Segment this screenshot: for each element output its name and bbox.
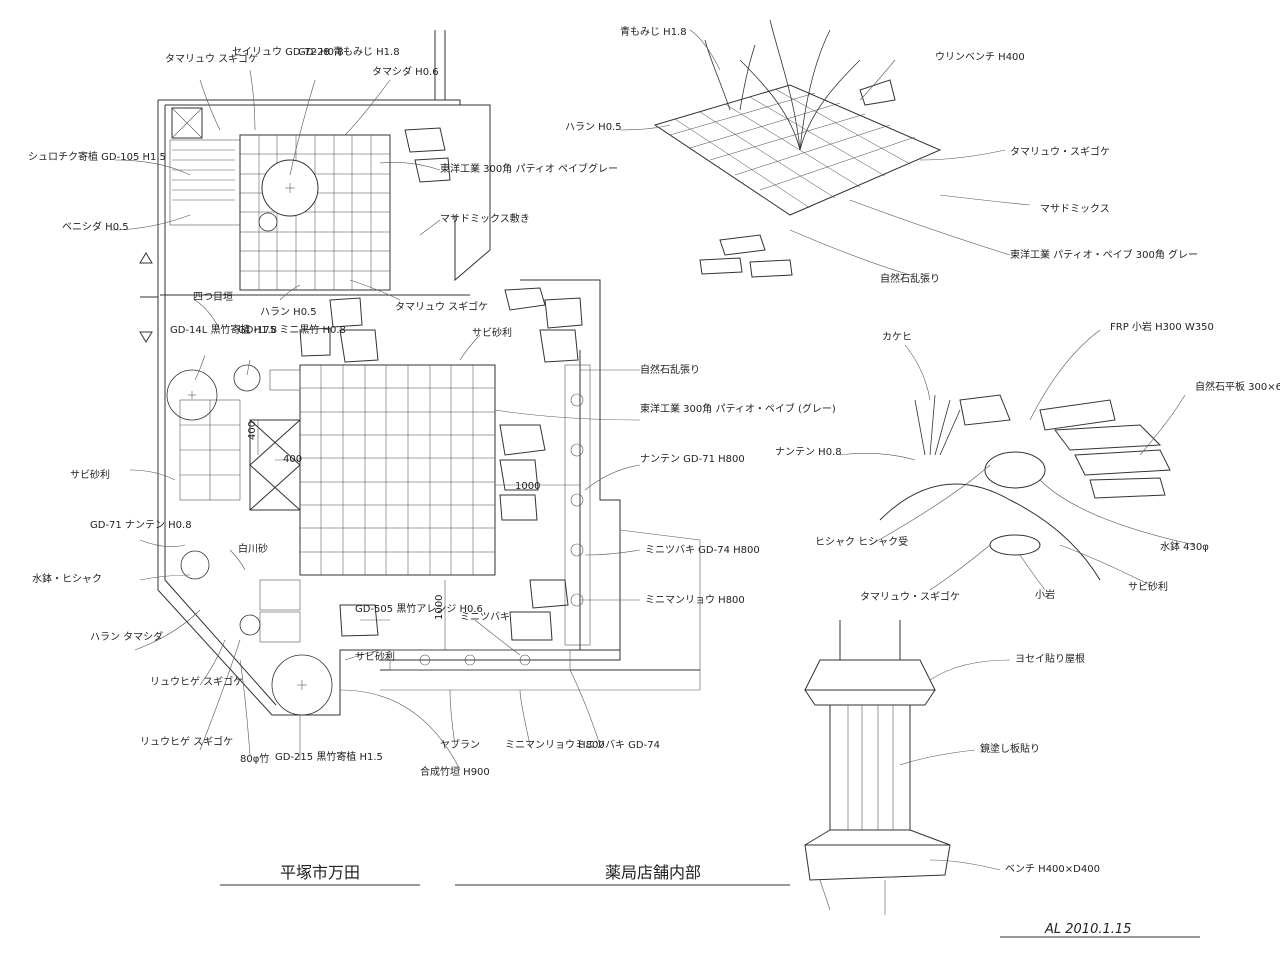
label-80phi-bamboo: 80φ竹 — [240, 752, 269, 765]
label-toyo-paving-main: 東洋工業 300角 パティオ・ペイブ (グレー) — [640, 402, 836, 415]
label-board-cladding: 鏡塗し板貼り — [980, 742, 1040, 755]
dimension-marks: 400 400 1000 1000 — [247, 420, 580, 650]
site-plan: 400 400 1000 1000 — [28, 30, 836, 778]
label-gosei-takegaki: 合成竹垣 H900 — [420, 765, 490, 778]
label-toyo-paving-upper: 東洋工業 300角 パティオ ペイブグレー — [440, 162, 618, 175]
label-kakehi: カケヒ — [882, 331, 912, 343]
label-tamaryu-sugigoke-mid: タマリュウ スギゴケ — [395, 300, 488, 313]
shrubs-plan — [166, 364, 333, 716]
label-bench-size: ベンチ H400×D400 — [1005, 863, 1100, 875]
label-sabi-jari-bottom: サビ砂利 — [355, 650, 395, 663]
label-nanten-gd71-right: ナンテン GD-71 H800 — [640, 453, 745, 465]
post-elevation-sketch: ヨセイ貼り屋根 鏡塗し板貼り ベンチ H400×D400 — [804, 620, 1100, 915]
label-tamaryu-sugigoke-top: タマリュウ スギゴケ — [165, 52, 258, 65]
label-gd28-aomomiji: GD-28 青もみじ H1.8 — [298, 45, 400, 58]
signature-date: AL 2010.1.15 — [1044, 922, 1131, 937]
label-mini-tsubaki-bottom: ミニツバキ GD-74 — [575, 739, 660, 751]
label-hishaku-uke: ヒシャク ヒシャク受 — [815, 536, 908, 548]
upper-paving-grid — [239, 134, 391, 291]
label-sabi-jari-left: サビ砂利 — [70, 468, 110, 481]
project-title: 薬局店舗内部 — [605, 863, 701, 882]
label-sabi-jari-persp: サビ砂利 — [1128, 580, 1168, 593]
label-yaburan: ヤブラン — [440, 738, 480, 751]
label-gd215-kurochiku: GD-215 黒竹寄植 H1.5 — [275, 750, 383, 763]
label-masado-mix: マサドミックス敷き — [440, 212, 530, 225]
perspective-sketch-waterbasin: カケヒ FRP 小岩 H300 W350 自然石平板 300×600 ミカゲ o… — [775, 320, 1280, 603]
stepping-stones-right — [339, 424, 569, 641]
label-roof: ヨセイ貼り屋根 — [1015, 652, 1085, 665]
dim-1000-vertical: 1000 — [434, 595, 445, 620]
label-tamaryu-sugigoke-persp: タマリュウ・スギゴケ — [1010, 145, 1110, 158]
label-aomomiji-h18: 青もみじ H1.8 — [620, 25, 687, 38]
label-gd14l-kurochiku: GD-14L 黒竹寄植 H1.8 — [170, 323, 277, 336]
dim-1000-horizontal: 1000 — [515, 481, 540, 492]
label-ryuhige-sugigoke-2: リュウヒゲ スギゴケ — [140, 735, 233, 748]
plan-annotations: タマリュウ スギゴケ セイリュウ GD-72 H0.8 GD-28 青もみじ H… — [28, 45, 836, 778]
dim-400-horizontal: 400 — [283, 454, 302, 465]
label-shirakawa-suna: 白川砂 — [238, 542, 268, 555]
stepping-stones-upper — [299, 127, 583, 363]
label-haran-h05-persp: ハラン H0.5 — [565, 121, 622, 133]
label-shizenseki-ranbari: 自然石乱張り — [640, 363, 700, 376]
label-shizenseki-persp: 自然石乱張り — [880, 272, 940, 285]
hedge-strips — [389, 364, 591, 671]
plan-leaders — [109, 69, 641, 771]
label-gd175-mini-kurochiku: GD-175 ミニ黒竹 H0.8 — [238, 323, 346, 336]
label-gd71-nanten-left: GD-71 ナンテン H0.8 — [90, 519, 192, 531]
label-mini-tsubaki-gd74: ミニツバキ GD-74 H800 — [645, 544, 760, 556]
label-haran-tamashida: ハラン タマシダ — [90, 630, 163, 643]
label-benishida: ベニシダ H0.5 — [62, 220, 129, 233]
main-paving-grid — [299, 364, 496, 576]
label-shizenseki-heiban: 自然石平板 300×600 ミカゲ or サビ — [1195, 380, 1280, 393]
perspective-sketch-patio: 青もみじ H1.8 ウリンベンチ H400 ハラン H0.5 タマリュウ・スギゴ… — [565, 19, 1198, 285]
label-sabi-jari-top: サビ砂利 — [472, 326, 512, 339]
label-nanten-h08-persp: ナンテン H0.8 — [775, 446, 842, 458]
label-frp-koiwa: FRP 小岩 H300 W350 — [1110, 320, 1214, 333]
label-mini-tsubaki-plan: ミニツバキ — [460, 611, 510, 623]
label-mizubachi-430: 水鉢 430φ — [1160, 540, 1209, 553]
label-shurochiku-gd105: シュロチク寄植 GD-105 H1.5 — [28, 150, 166, 163]
label-mizubachi-hishaku: 水鉢・ヒシャク — [32, 572, 102, 585]
label-gd505-kurochiku: GD-505 黒竹アレンジ H0.6 — [355, 602, 483, 615]
label-mini-manryo-right: ミニマンリョウ H800 — [645, 594, 745, 606]
label-yotsume-fence: 四つ目垣 — [193, 291, 233, 303]
label-toyo-paving-persp: 東洋工業 パティオ・ペイブ 300角 グレー — [1010, 248, 1198, 261]
label-ryuhige-sugigoke-1: リュウヒゲ スギゴケ — [150, 675, 243, 688]
label-urin-bench: ウリンベンチ H400 — [935, 51, 1025, 63]
label-haran-h05-plan: ハラン H0.5 — [260, 306, 317, 318]
dim-400-vertical: 400 — [247, 421, 258, 440]
label-tamaryu-sugigoke-mid-persp: タマリュウ・スギゴケ — [860, 590, 960, 603]
label-tamashida-h06: タマシダ H0.6 — [372, 65, 439, 78]
title-block: 平塚市万田 薬局店舗内部 AL 2010.1.15 — [220, 863, 1200, 938]
left-pavers — [179, 369, 301, 643]
project-location: 平塚市万田 — [280, 863, 360, 882]
label-masado-mix-persp: マサドミックス — [1040, 203, 1110, 215]
bench-roof-plan — [249, 419, 301, 511]
label-seiryu-gd72: セイリュウ GD-72 H0.8 — [232, 46, 344, 58]
label-koiwa: 小岩 — [1035, 588, 1055, 601]
label-mini-manryo-bottom: ミニマンリョウ H800 — [505, 739, 605, 751]
